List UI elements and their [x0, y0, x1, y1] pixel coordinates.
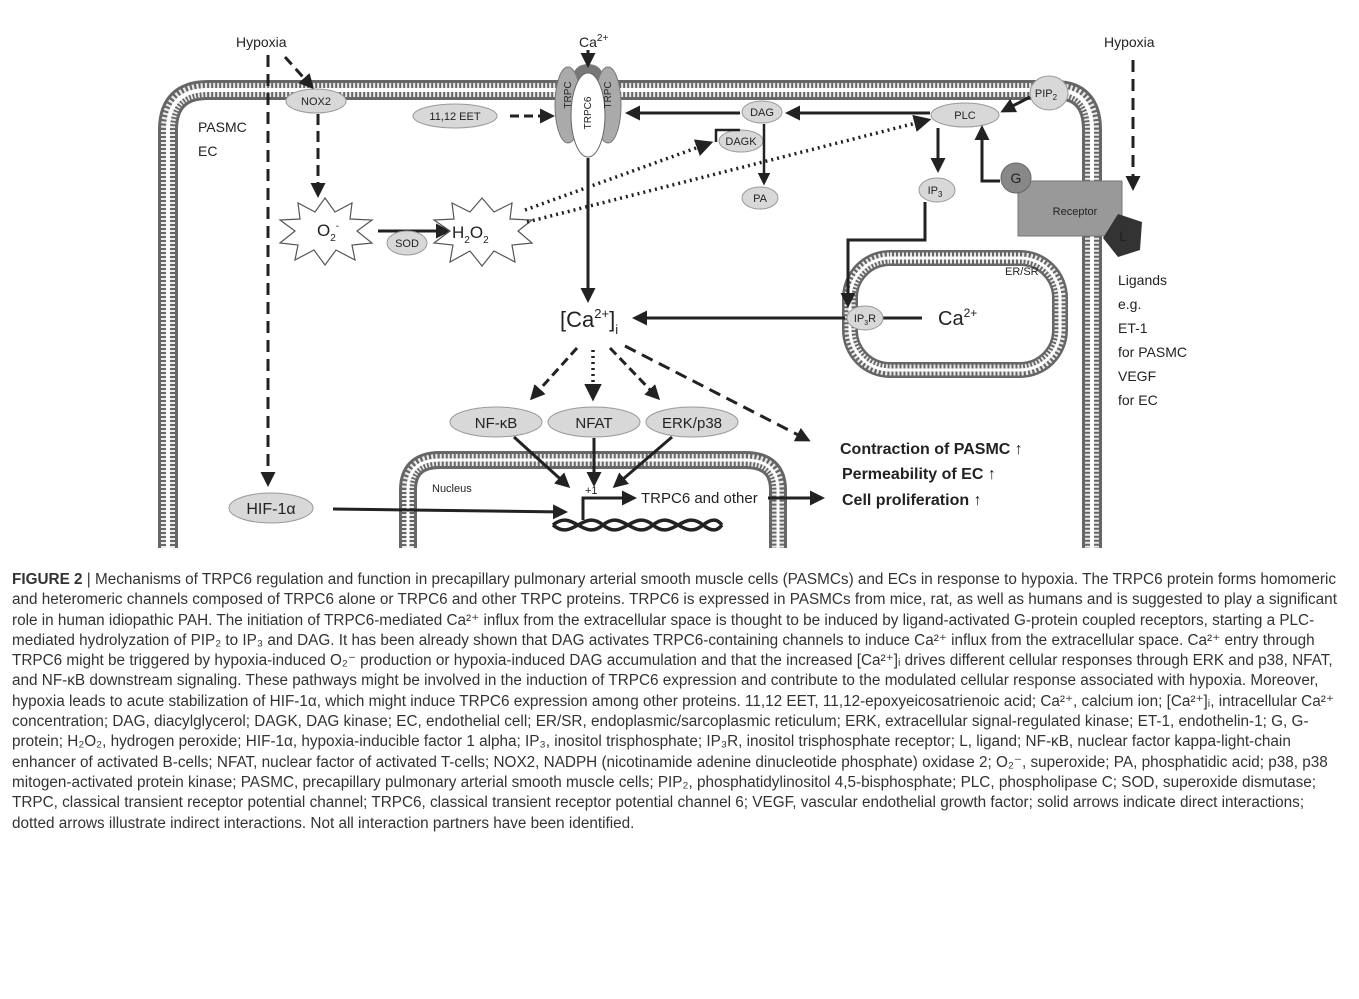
outcome-proliferation: Cell proliferation ↑ [842, 492, 982, 509]
ca-intracellular-label: [Ca2+]i [560, 306, 618, 337]
nox2-node [285, 88, 347, 114]
ligand-node [1103, 214, 1142, 257]
ligands-line-6: for EC [1118, 392, 1158, 408]
hif-label: HIF-1α [246, 501, 295, 518]
trpc-right-label: TRPC [603, 81, 614, 108]
superoxide-burst [278, 196, 374, 267]
ip3r-label: IP3R [854, 313, 876, 327]
ligand-label: L [1119, 228, 1127, 244]
erk-node [645, 406, 739, 438]
hypoxia-left-label: Hypoxia [236, 34, 287, 50]
sod-node [386, 230, 428, 256]
ip3r-node [846, 305, 884, 331]
figure-caption: FIGURE 2 | Mechanisms of TRPC6 regulatio… [12, 570, 1347, 834]
receptor-label: Receptor [1053, 206, 1098, 218]
h2o2-label: H2O2 [452, 223, 489, 246]
figure-number: FIGURE 2 [12, 571, 83, 588]
outcome-contraction: Contraction of PASMC ↑ [840, 441, 1023, 458]
eet-node [412, 103, 498, 129]
cell-type-pasmc: PASMC [198, 119, 247, 135]
ca-er-label: Ca2+ [938, 306, 977, 330]
dag-label: DAG [750, 107, 774, 119]
ip3-node [918, 177, 956, 203]
ca-top-label: Ca2+ [579, 33, 608, 50]
pip2-node [1029, 75, 1069, 111]
nfkb-label: NF-κB [475, 415, 518, 432]
g-protein-node [1000, 162, 1032, 194]
caption-text: Mechanisms of TRPC6 regulation and funct… [12, 571, 1337, 832]
plc-label: PLC [954, 110, 975, 122]
outcome-permeability: Permeability of EC ↑ [842, 466, 996, 483]
nox2-label: NOX2 [301, 96, 331, 108]
eet-label: 11,12 EET [429, 111, 480, 123]
trpc6-other-label: TRPC6 and other [641, 490, 758, 507]
sod-label: SOD [395, 238, 419, 250]
caption-separator: | [82, 571, 96, 588]
dagk-label: DAGK [725, 136, 757, 148]
ligands-line-1: Ligands [1118, 272, 1167, 288]
dna-helix [551, 518, 724, 532]
hif-node [228, 492, 314, 524]
erk-label: ERK/p38 [662, 415, 722, 432]
ligands-line-4: for PASMC [1118, 344, 1187, 360]
dag-node [741, 100, 783, 124]
er-sr-label: ER/SR [1005, 266, 1039, 278]
plus1-label: +1 [585, 485, 598, 497]
h2o2-burst [432, 197, 534, 267]
ligands-line-5: VEGF [1118, 368, 1156, 384]
g-protein-label: G [1011, 170, 1022, 186]
trpc6-subunit [570, 72, 606, 158]
cell-type-ec: EC [198, 143, 217, 159]
pip2-label: PIP2 [1035, 88, 1058, 102]
pa-node [741, 186, 779, 210]
ligands-line-2: e.g. [1118, 296, 1141, 312]
ip3-label: IP3 [928, 185, 943, 199]
receptor-box [1017, 180, 1123, 237]
o2-label: O2- [317, 221, 339, 244]
pathway-diagram: Hypoxia Hypoxia Ca2+ PASMC EC NOX2 11,12… [158, 33, 1187, 548]
nfat-label: NFAT [575, 415, 612, 432]
hypoxia-right-label: Hypoxia [1104, 34, 1155, 50]
trpc-left-label: TRPC [563, 81, 574, 108]
nucleus-label: Nucleus [432, 483, 472, 495]
ligands-line-3: ET-1 [1118, 320, 1148, 336]
trpc6-label: TRPC6 [583, 96, 594, 129]
nfkb-node [449, 406, 543, 438]
nfat-node [547, 406, 641, 438]
pa-label: PA [753, 193, 768, 205]
